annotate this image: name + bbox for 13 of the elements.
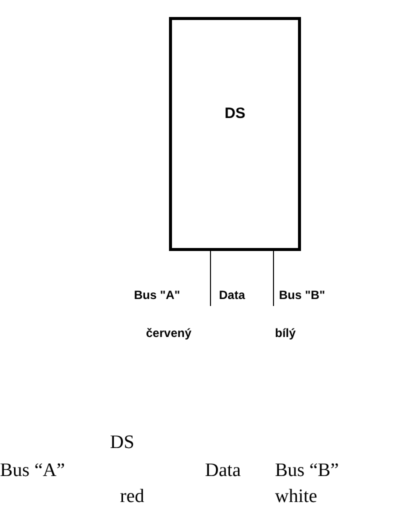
component-box [169,17,301,251]
pin-label: Bus “A” [0,461,65,480]
pin-label: Data [205,461,241,480]
pin-label: bílý [275,327,296,339]
pin-label: DS [110,433,134,452]
pin-label: Bus "B" [279,289,326,301]
pin-label: Bus "A" [134,289,180,301]
component-name: DS [224,106,246,121]
pin-label: Data [219,289,246,301]
pin-label: červený [146,327,192,339]
pin-label: Bus “B” [275,461,339,480]
pin-label: white [275,487,318,506]
pin-label: red [120,487,144,506]
